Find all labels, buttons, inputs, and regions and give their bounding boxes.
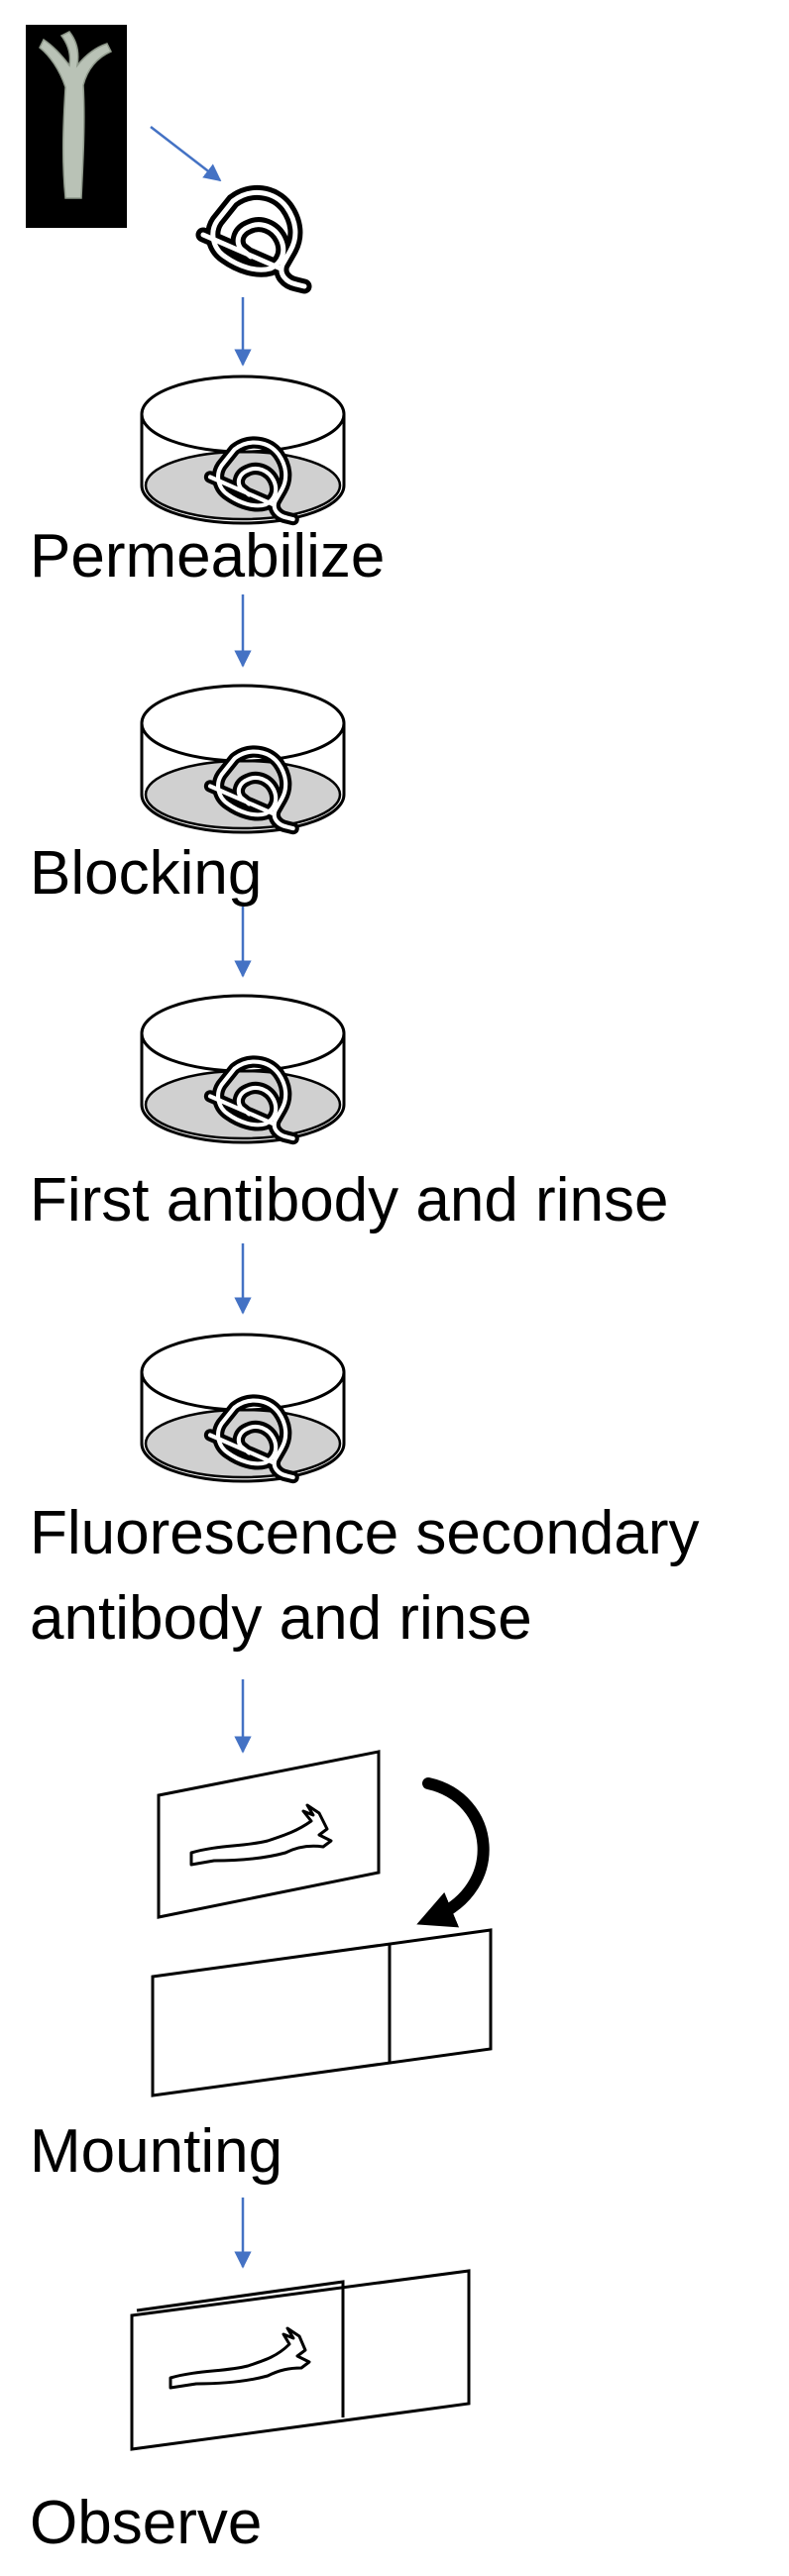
step-label-permeabilize: Permeabilize (30, 522, 386, 590)
coiled-vessel-icon (203, 192, 304, 286)
curved-arrow-icon (416, 1777, 490, 1928)
step-label-mounting: Mounting (30, 2117, 283, 2186)
arrow-photo-to-coil (150, 126, 222, 182)
petri-dish-icon (142, 686, 344, 832)
slide-icon (151, 1928, 493, 2097)
petri-dish-icon (142, 996, 344, 1142)
step-label-secondary-antibody: Fluorescence secondary antibody and rins… (30, 1499, 700, 1653)
coverslip-icon (157, 1750, 381, 1919)
petri-dish-icon (142, 1335, 344, 1481)
step-label-first-antibody: First antibody and rinse (30, 1166, 669, 1234)
mounted-slide-icon (130, 2269, 471, 2451)
aorta-photo (26, 25, 127, 228)
petri-dish-icon (142, 376, 344, 523)
step-label-observe: Observe (30, 2489, 263, 2557)
step-label-blocking: Blocking (30, 839, 263, 908)
